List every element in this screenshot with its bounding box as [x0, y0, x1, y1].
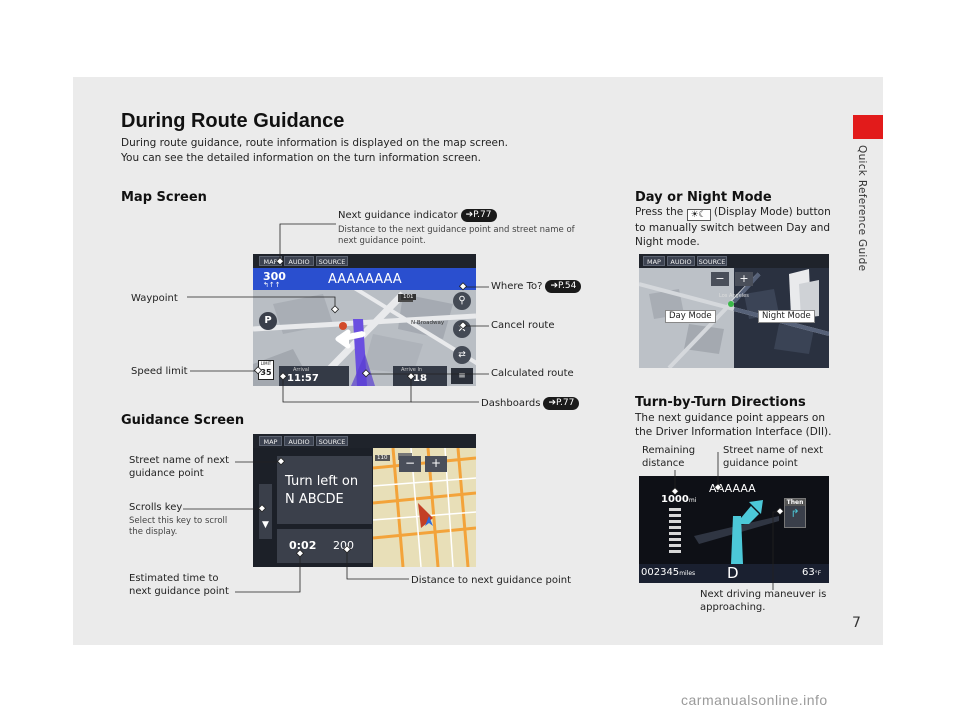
tab-source[interactable]: SOURCE [316, 436, 348, 446]
tab-audio[interactable]: AUDIO [284, 256, 314, 266]
dii-graphics [669, 500, 779, 564]
page-number: 7 [852, 615, 861, 631]
scrolls-key-desc: Select this key to scroll the display. [129, 516, 228, 537]
road-shield-110: 110 [375, 455, 390, 461]
then-indicator: Then ↱ [784, 498, 806, 528]
cancel-route-callout: Cancel route [491, 320, 555, 331]
intro-line-2: You can see the detailed information on … [121, 152, 481, 164]
gear-indicator: D [727, 564, 739, 582]
guidance-map [373, 448, 476, 567]
tab-map[interactable]: MAP [259, 256, 282, 266]
day-night-desc: Press the ☀☾ (Display Mode) button to ma… [635, 206, 831, 248]
zoom-in-icon[interactable]: + [425, 456, 447, 472]
dashboard-arrival[interactable]: Arrival 11:57 [279, 366, 349, 386]
waypoint-callout: Waypoint [131, 293, 178, 304]
tab-map[interactable]: MAP [643, 256, 665, 266]
zoom-out-icon[interactable]: − [711, 272, 729, 286]
estimated-time: 0:02 [289, 539, 317, 552]
city-label: Los Angeles [719, 293, 749, 299]
dii-screen-image: 1000mi AAAAAA Then ↱ 002345miles D 63°F [639, 476, 829, 583]
section-side-label: Quick Reference Guide [856, 145, 868, 272]
turn-instruction: Turn left on [285, 474, 359, 489]
dii-remaining-distance: 1000mi [661, 494, 697, 505]
estimated-time-callout: Estimated time to next guidance point [129, 573, 229, 597]
scroll-down-icon[interactable]: ▼ [262, 520, 269, 530]
next-maneuver-callout: Next driving maneuver is approaching. [700, 589, 827, 613]
scrolls-key-callout: Scrolls key [129, 502, 183, 513]
day-night-screen-image: MAP AUDIO SOURCE − + Los Angeles Day Mod… [639, 254, 829, 368]
menu-icon[interactable]: ≡ [451, 368, 473, 384]
day-mode-label: Day Mode [665, 310, 716, 323]
turn-right-icon: ↱ [790, 507, 800, 520]
remaining-distance-callout: Remaining distance [642, 445, 696, 469]
outside-temp: 63°F [802, 567, 822, 578]
next-guidance-bar[interactable]: 300 ↰↑↑ AAAAAAAA [253, 268, 476, 290]
route-options-icon[interactable]: ⇄ [453, 346, 471, 364]
street-name-callout: Street name of next guidance point [129, 455, 230, 479]
dashboards-callout: Dashboards➔P.77 [481, 397, 580, 410]
map-screen-heading: Map Screen [121, 190, 207, 205]
where-to-callout: Where To?➔P.54 [491, 280, 582, 293]
day-night-heading: Day or Night Mode [635, 190, 772, 205]
speed-limit-sign: LIMIT 35 [258, 360, 274, 380]
odometer: 002345miles [641, 567, 696, 578]
page-ref-badge[interactable]: ➔P.54 [545, 280, 582, 293]
section-tab-marker [853, 115, 883, 139]
display-mode-icon: ☀☾ [686, 209, 711, 221]
tbt-desc: The next guidance point appears on the D… [635, 412, 832, 438]
tbt-heading: Turn-by-Turn Directions [635, 395, 806, 410]
dashboard-arrive-in[interactable]: Arrive In 18 [393, 366, 447, 386]
road-name-broadway: N Broadway [411, 320, 445, 326]
tab-audio[interactable]: AUDIO [667, 256, 695, 266]
page-title: During Route Guidance [121, 110, 345, 132]
parking-icon[interactable]: P [259, 312, 277, 330]
tab-source[interactable]: SOURCE [697, 256, 727, 266]
night-mode-label: Night Mode [758, 310, 815, 323]
lane-arrows-icon: ↰↑↑ [263, 281, 281, 289]
speed-limit-callout: Speed limit [131, 366, 188, 377]
time-distance-panel: 0:02 200 [277, 529, 372, 563]
road-shield-101: 101 [401, 294, 416, 300]
next-guidance-desc: Distance to the next guidance point and … [338, 225, 575, 246]
tab-map[interactable]: MAP [259, 436, 282, 446]
dii-bottom-bar: 002345miles D 63°F [639, 564, 829, 583]
map-screen-image: MAP AUDIO SOURCE 300 ↰↑↑ AAAAAAAA 101 N … [253, 254, 476, 386]
distance-next-callout: Distance to next guidance point [411, 575, 572, 586]
turn-info-panel: Turn left on N ABCDE [277, 456, 372, 524]
scrolls-key[interactable]: ▼ [259, 484, 272, 539]
tbt-street-callout: Street name of next guidance point [723, 445, 824, 469]
next-guidance-distance: 300 [263, 270, 286, 283]
zoom-in-icon[interactable]: + [735, 272, 753, 286]
search-icon[interactable]: ⚲ [453, 292, 471, 310]
guidance-screen-heading: Guidance Screen [121, 413, 245, 428]
tab-audio[interactable]: AUDIO [284, 436, 314, 446]
next-guidance-label: Next guidance indicator [338, 210, 458, 221]
cancel-route-icon[interactable]: ✕ [453, 320, 471, 338]
guidance-screen-image: MAP AUDIO SOURCE 110 − + ▼ Turn left on … [253, 434, 476, 567]
calculated-route-callout: Calculated route [491, 368, 574, 379]
distance-to-next: 200 [333, 539, 354, 552]
page-ref-badge[interactable]: ➔P.77 [460, 209, 497, 222]
tab-source[interactable]: SOURCE [316, 256, 348, 266]
zoom-out-icon[interactable]: − [399, 456, 421, 472]
intro-line-1: During route guidance, route information… [121, 137, 508, 149]
watermark: carmanualsonline.info [681, 692, 828, 708]
next-guidance-callout: Next guidance indicator➔P.77 [338, 209, 497, 222]
page-ref-badge[interactable]: ➔P.77 [543, 397, 580, 410]
next-guidance-street: AAAAAAAA [328, 272, 402, 287]
turn-street-name: N ABCDE [285, 492, 344, 507]
